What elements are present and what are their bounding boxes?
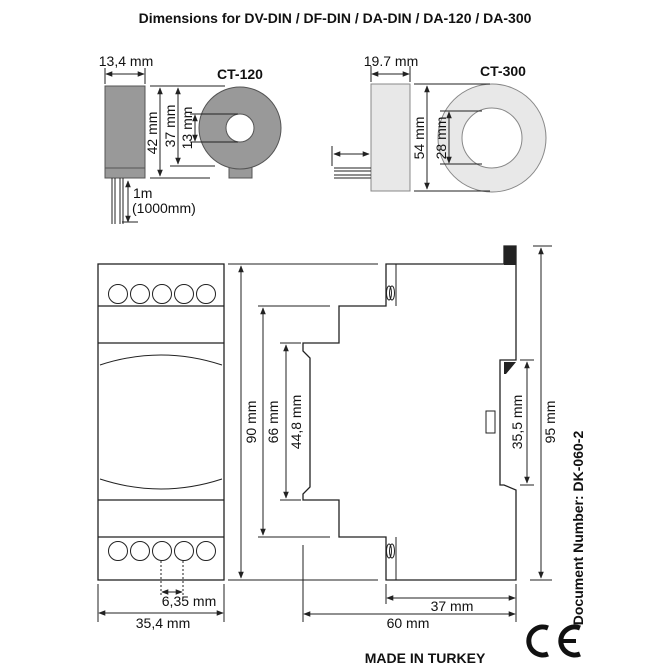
page-title: Dimensions for DV-DIN / DF-DIN / DA-DIN … <box>139 10 532 26</box>
ct120-cable-length: 1m <box>133 185 152 201</box>
depth-60-label: 60 mm <box>387 615 430 631</box>
made-in-label: MADE IN TURKEY <box>365 650 486 666</box>
module-height-label: 90 mm <box>243 401 259 444</box>
module-front-view: 6,35 mm 35,4 mm <box>97 263 225 631</box>
module-width-label: 35,4 mm <box>136 615 190 631</box>
ct120-cable-length-mm: (1000mm) <box>132 200 196 216</box>
ct120-label: CT-120 <box>217 66 263 82</box>
ct300-side-body <box>370 83 411 192</box>
ct300-outer: 54 mm <box>411 117 427 160</box>
ct120-outer-height: 42 mm <box>144 112 160 155</box>
ct120-side-body <box>104 85 146 179</box>
height-66-label: 66 mm <box>265 401 281 444</box>
document-number: Document Number: DK-060-2 <box>570 431 586 626</box>
ct300-label: CT-300 <box>480 63 526 79</box>
height-448-label: 44,8 mm <box>288 395 304 449</box>
bottom-terminals <box>108 541 216 561</box>
module-side-view <box>302 245 517 622</box>
din-clip-top <box>504 246 516 265</box>
top-terminals <box>108 284 216 304</box>
label-slot <box>485 410 496 434</box>
terminal-pitch-label: 6,35 mm <box>162 593 216 609</box>
ct120-width-label: 13,4 mm <box>99 53 153 69</box>
ct120-hole: 13 mm <box>179 107 195 150</box>
total-height-label: 95 mm <box>542 401 558 444</box>
ct300-width-label: 19.7 mm <box>364 53 418 69</box>
ct120-drawing: 13,4 mm 1m (1000mm) 42 mm 37 mm 13 mm CT… <box>99 53 282 224</box>
ct300-drawing: 19.7 mm 54 mm 28 mm CT-300 <box>331 53 547 193</box>
depth-37-label: 37 mm <box>431 598 474 614</box>
din-rail-label: 35,5 mm <box>509 395 525 449</box>
ce-mark-icon <box>526 624 581 658</box>
ct120-ring-height: 37 mm <box>162 105 178 148</box>
ct300-hole: 28 mm <box>433 117 449 160</box>
